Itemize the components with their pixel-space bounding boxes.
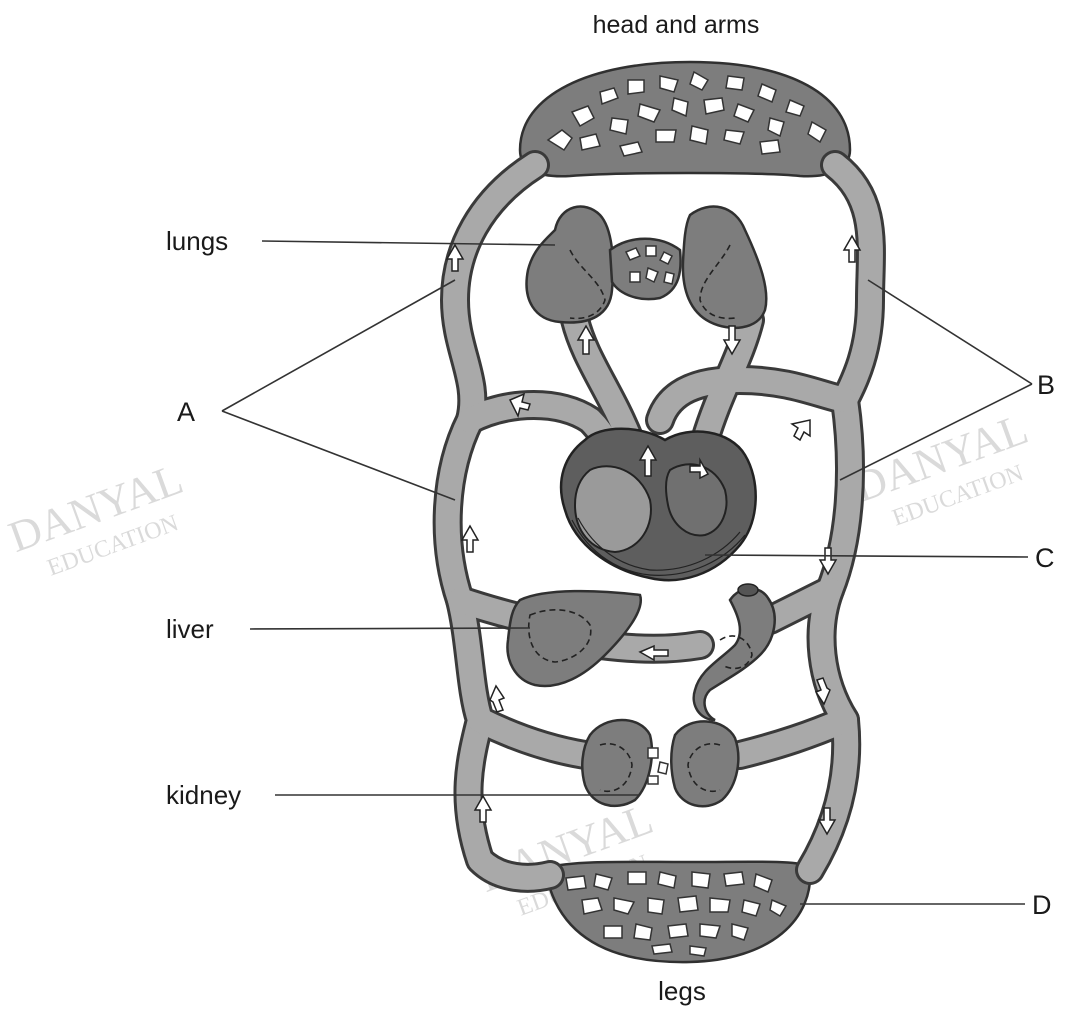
label-head-and-arms: head and arms [593, 11, 760, 39]
leader-C [705, 555, 1028, 557]
label-A: A [177, 397, 195, 427]
leader-liver [250, 628, 530, 629]
arrow-left-down-2 [462, 526, 478, 552]
watermark-right: DANYAL EDUCATION [847, 404, 1044, 540]
heart [561, 429, 756, 580]
watermark-left: DANYAL EDUCATION [2, 454, 199, 590]
leader-A-lower [222, 411, 455, 500]
leader-lungs [262, 241, 555, 245]
leader-A-upper [222, 280, 455, 411]
liver [507, 591, 640, 686]
legs-capillary-bed [545, 862, 810, 962]
label-D: D [1032, 890, 1052, 920]
label-kidney: kidney [166, 780, 241, 810]
arrow-aorta-down [792, 420, 810, 440]
lungs [527, 207, 767, 328]
label-liver: liver [166, 614, 214, 644]
label-B: B [1037, 370, 1055, 400]
kidneys [582, 720, 738, 806]
head-capillary-bed [520, 62, 850, 176]
label-lungs: lungs [166, 226, 228, 256]
label-C: C [1035, 543, 1055, 573]
leader-B-upper [868, 280, 1032, 384]
label-legs: legs [658, 976, 706, 1006]
